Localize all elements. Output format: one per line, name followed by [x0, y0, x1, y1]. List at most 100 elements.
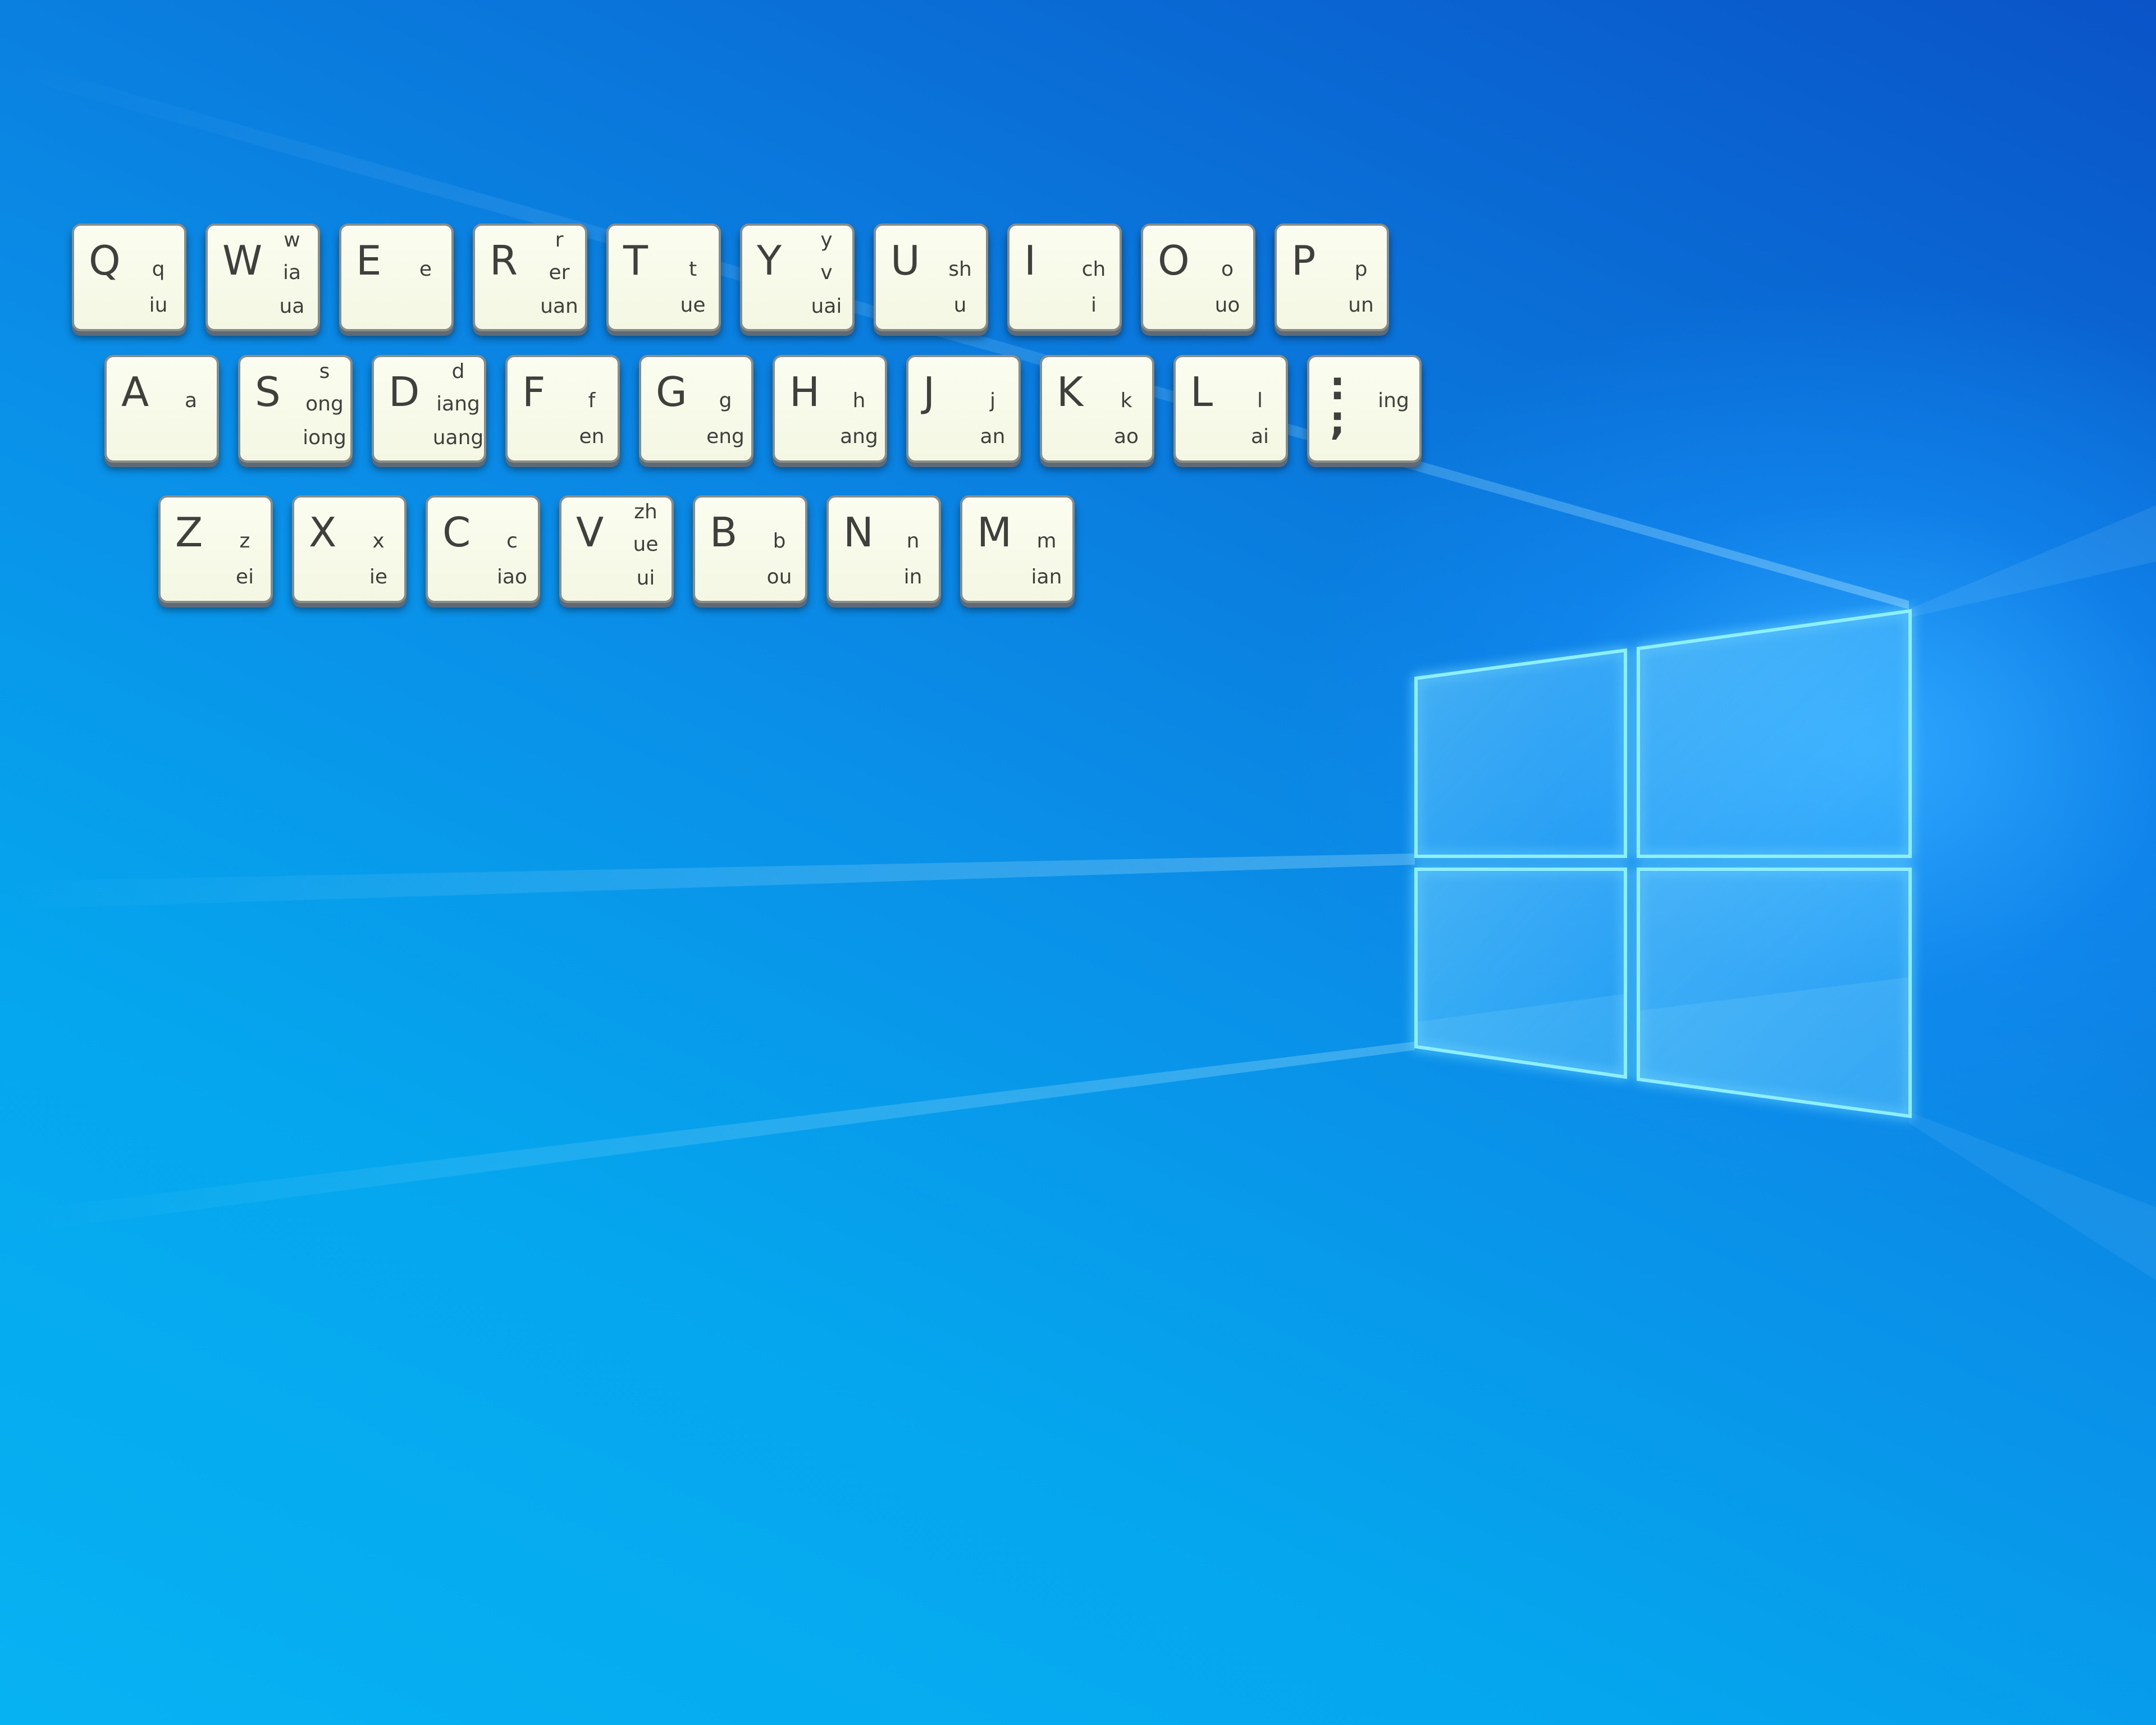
- key-pinyin-1: u: [953, 294, 967, 317]
- key-pinyin-0: ch: [1081, 258, 1106, 281]
- key-pinyin-0: x: [372, 530, 385, 553]
- key-pinyin-1: iao: [496, 565, 528, 588]
- key-pinyin-0: y: [820, 229, 833, 252]
- key-pinyin-0: j: [989, 389, 995, 412]
- key-pinyin-0: ing: [1378, 389, 1409, 412]
- key-semicolon[interactable]: : ;ing: [1307, 355, 1422, 463]
- key-pinyin-0: h: [852, 389, 866, 412]
- key-pinyin-1: in: [903, 565, 922, 588]
- key-pinyin-0: e: [419, 258, 432, 281]
- key-pinyin-1: iang: [436, 393, 480, 416]
- key-pinyin-1: ia: [282, 261, 302, 284]
- key-label: P: [1291, 237, 1316, 284]
- key-label: N: [843, 509, 874, 556]
- key-pinyin-0: d: [451, 360, 465, 383]
- key-label: B: [710, 509, 738, 556]
- key-label: R: [490, 237, 518, 284]
- key-pinyin-0: g: [719, 389, 732, 412]
- key-pinyin-1: ian: [1031, 565, 1062, 588]
- key-label: M: [977, 509, 1012, 556]
- key-pinyin-0: p: [1354, 258, 1368, 281]
- key-label: J: [923, 368, 935, 416]
- key-label: K: [1057, 368, 1084, 416]
- key-pinyin-0: a: [184, 389, 198, 412]
- key-label: U: [890, 237, 920, 284]
- key-label: X: [309, 509, 337, 556]
- key-label: V: [576, 509, 604, 556]
- key-pinyin-2: ua: [279, 295, 305, 318]
- key-pinyin-0: zh: [634, 500, 657, 523]
- key-pinyin-1: en: [579, 425, 605, 448]
- key-pinyin-1: ue: [633, 533, 659, 556]
- key-label: T: [623, 237, 648, 284]
- key-pinyin-1: i: [1090, 294, 1097, 317]
- key-pinyin-0: w: [284, 229, 300, 252]
- key-pinyin-0: f: [588, 389, 596, 412]
- key-pinyin-1: an: [980, 425, 1006, 448]
- key-pinyin-1: er: [549, 261, 570, 284]
- key-pinyin-1: ai: [1250, 425, 1269, 448]
- key-pinyin-1: ei: [235, 565, 254, 588]
- key-pinyin-0: r: [555, 229, 564, 252]
- key-pinyin-1: uo: [1214, 294, 1240, 317]
- key-label: O: [1158, 237, 1190, 284]
- key-pinyin-2: uan: [540, 295, 578, 318]
- key-pinyin-1: ang: [840, 425, 878, 448]
- key-label: H: [789, 368, 820, 416]
- key-pinyin-2: iong: [303, 426, 346, 449]
- key-pinyin-1: un: [1348, 294, 1374, 317]
- key-pinyin-0: z: [239, 530, 250, 553]
- key-label: C: [442, 509, 471, 556]
- key-pinyin-0: sh: [948, 258, 972, 281]
- key-pinyin-0: t: [688, 258, 697, 281]
- key-label: Z: [175, 509, 203, 556]
- key-label: D: [389, 368, 420, 416]
- key-label: F: [522, 368, 546, 416]
- key-pinyin-1: ie: [369, 565, 388, 588]
- key-pinyin-0: k: [1120, 389, 1132, 412]
- key-pinyin-0: m: [1036, 530, 1057, 553]
- key-pinyin-0: q: [152, 258, 165, 281]
- key-pinyin-0: n: [906, 530, 920, 553]
- key-pinyin-0: l: [1257, 389, 1263, 412]
- key-pinyin-1: iu: [149, 294, 168, 317]
- key-label: A: [121, 368, 149, 416]
- key-pinyin-1: ao: [1113, 425, 1139, 448]
- key-pinyin-1: ou: [766, 565, 792, 588]
- key-pinyin-2: uai: [811, 295, 842, 318]
- key-label: Q: [89, 237, 121, 284]
- key-pinyin-1: ue: [680, 294, 706, 317]
- key-label: Y: [757, 237, 782, 284]
- key-pinyin-0: o: [1221, 258, 1234, 281]
- key-label: L: [1190, 368, 1213, 416]
